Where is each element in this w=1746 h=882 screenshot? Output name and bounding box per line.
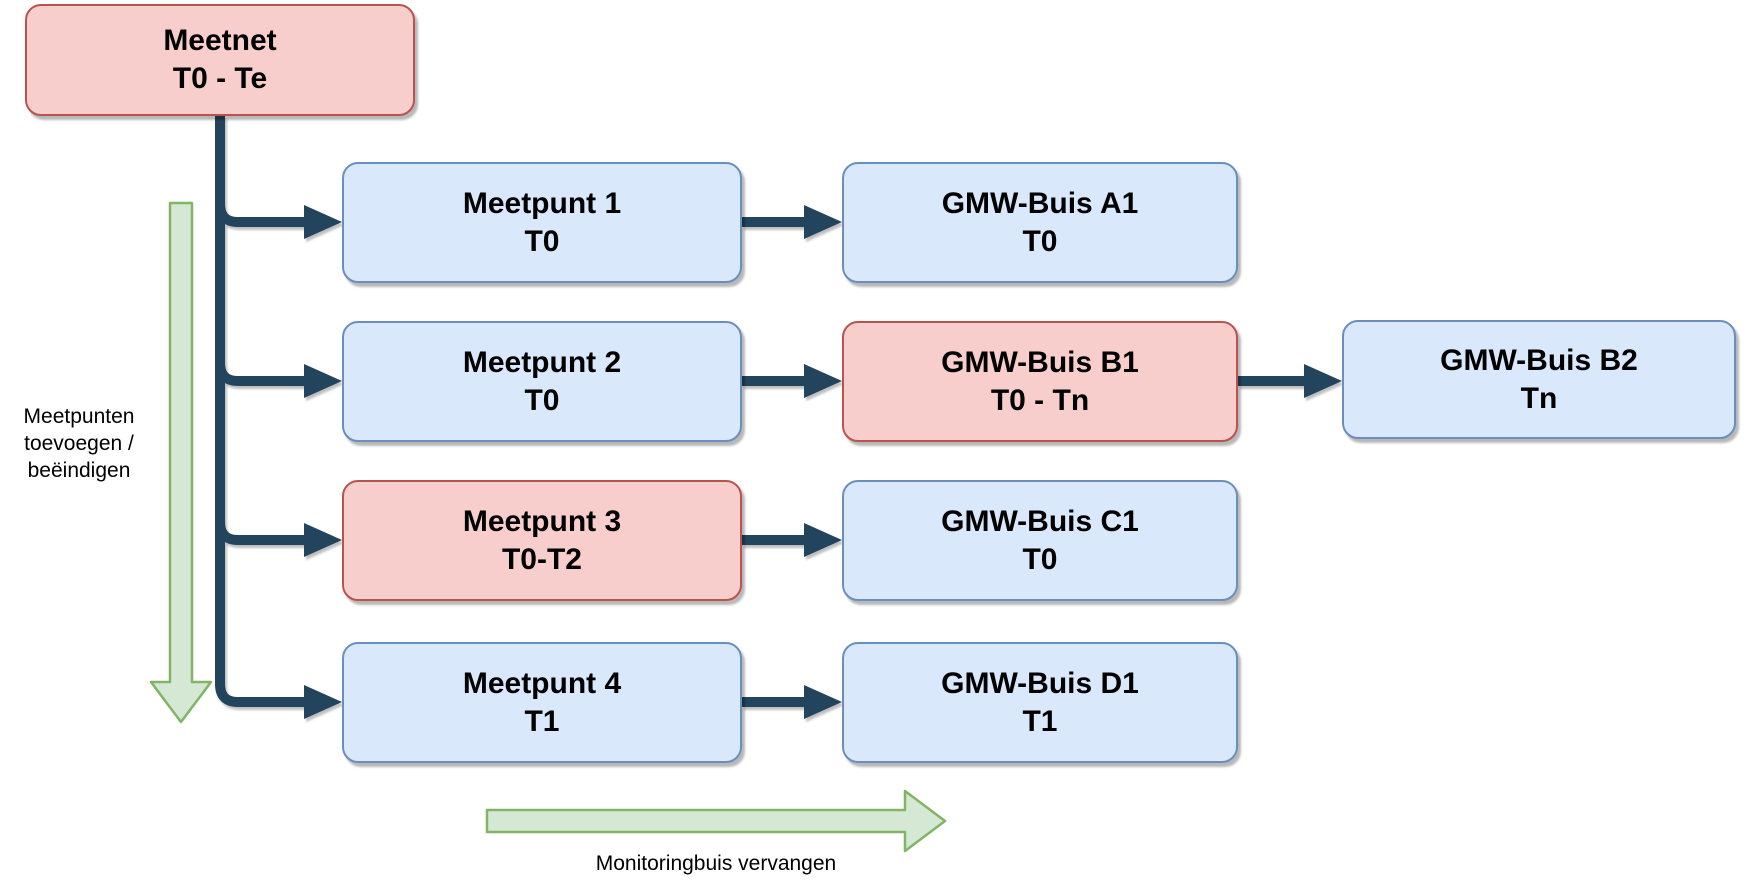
node-title: Meetpunt 2 xyxy=(462,345,622,379)
trunk-line xyxy=(215,116,304,707)
branch-line-row1 xyxy=(215,203,304,227)
branch-arrowhead-row2 xyxy=(304,364,342,398)
node-period: T0 xyxy=(1022,224,1058,258)
bottom-arrow-label: Monitoringbuis vervangen xyxy=(595,852,837,875)
node-title: GMW-Buis B1 xyxy=(941,345,1139,379)
branch-line-row3 xyxy=(215,521,304,545)
node-title: Meetpunt 4 xyxy=(462,666,622,700)
node-period: T0 xyxy=(1022,542,1058,576)
node-period: T1 xyxy=(524,704,560,738)
meetnet-node: Meetnet T0 - Te xyxy=(25,4,415,116)
node-period: T1 xyxy=(1022,704,1058,738)
flow-arrowhead-b1-b2 xyxy=(1304,364,1342,398)
node-period: T0 - Te xyxy=(172,62,268,95)
branch-line-row2 xyxy=(215,362,304,386)
node-title: Meetpunt 3 xyxy=(462,504,622,538)
meetpunt-2-node: Meetpunt 2 T0 xyxy=(342,321,742,442)
gmw-buis-a1-node: GMW-Buis A1 T0 xyxy=(842,162,1238,283)
flow-arrowhead-row4 xyxy=(804,685,842,719)
node-title: GMW-Buis D1 xyxy=(941,666,1139,700)
node-period: T0 xyxy=(524,383,560,417)
node-title: Meetnet xyxy=(163,24,277,57)
node-period: T0-T2 xyxy=(501,542,582,576)
right-arrow-shape xyxy=(485,789,947,853)
gmw-buis-c1-node: GMW-Buis C1 T0 xyxy=(842,480,1238,601)
meetpunt-1-node: Meetpunt 1 T0 xyxy=(342,162,742,283)
gmw-buis-d1-node: GMW-Buis D1 T1 xyxy=(842,642,1238,763)
branch-arrowhead-row1 xyxy=(304,205,342,239)
flow-arrowhead-row3 xyxy=(804,523,842,557)
meetpunt-4-node: Meetpunt 4 T1 xyxy=(342,642,742,763)
branch-arrowhead-row4 xyxy=(304,685,342,719)
down-arrow-shape xyxy=(149,201,213,724)
gmw-buis-b1-node: GMW-Buis B1 T0 - Tn xyxy=(842,321,1238,442)
node-title: GMW-Buis C1 xyxy=(941,504,1139,538)
node-period: Tn xyxy=(1520,381,1558,415)
left-arrow-label: Meetpunten toevoegen / beëindigen xyxy=(23,405,135,482)
node-title: GMW-Buis B2 xyxy=(1440,343,1638,377)
node-period: T0 - Tn xyxy=(990,383,1090,417)
node-title: Meetpunt 1 xyxy=(462,186,622,220)
node-title: GMW-Buis A1 xyxy=(941,186,1139,220)
gmw-buis-b2-node: GMW-Buis B2 Tn xyxy=(1342,320,1736,439)
meetpunt-3-node: Meetpunt 3 T0-T2 xyxy=(342,480,742,601)
meetnet-tree-connector xyxy=(215,116,1342,719)
flow-arrowhead-row2 xyxy=(804,364,842,398)
node-period: T0 xyxy=(524,224,560,258)
branch-arrowhead-row3 xyxy=(304,523,342,557)
flow-arrowhead-row1 xyxy=(804,205,842,239)
